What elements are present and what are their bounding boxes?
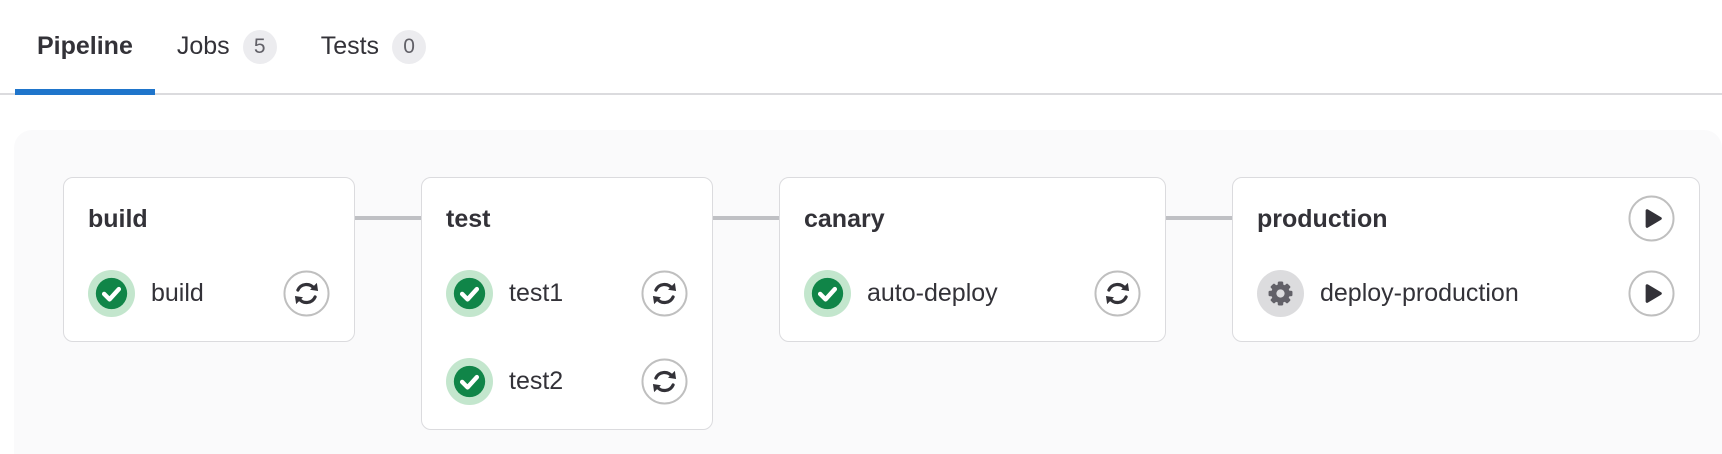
pipeline-tabs: Pipeline Jobs 5 Tests 0 <box>0 0 1722 95</box>
tab-jobs-label: Jobs <box>176 32 230 60</box>
tests-count-badge: 0 <box>392 29 427 64</box>
tab-tests-label: Tests <box>320 32 380 60</box>
stage-title: canary <box>804 204 885 233</box>
pipeline-job: test2 <box>446 358 688 405</box>
job-name-link[interactable]: deploy-production <box>1320 279 1519 307</box>
retry-icon[interactable] <box>283 270 330 317</box>
pipeline-stage-production: production dep <box>1232 177 1700 342</box>
stage-header: production <box>1257 195 1675 242</box>
pipeline-job: build <box>88 270 330 317</box>
status-success-check-icon <box>446 358 493 405</box>
stage-header: build <box>88 195 330 242</box>
stage-title: test <box>446 204 491 233</box>
retry-icon[interactable] <box>641 270 688 317</box>
job-name-link[interactable]: test1 <box>509 279 564 307</box>
pipeline-graph-panel: build build test test1 <box>14 130 1722 454</box>
status-manual-gear-icon <box>1257 270 1304 317</box>
pipeline-stages: build build test test1 <box>14 130 1722 430</box>
stage-jobs: auto-deploy <box>804 270 1141 317</box>
status-success-check-icon <box>804 270 851 317</box>
pipeline-stage-canary: canary auto-deploy <box>779 177 1166 342</box>
tab-pipeline-label: Pipeline <box>37 32 133 60</box>
retry-icon[interactable] <box>641 358 688 405</box>
job-name-link[interactable]: test2 <box>509 367 564 395</box>
stage-connector-line <box>1166 216 1232 220</box>
play-icon[interactable] <box>1628 270 1675 317</box>
stage-connector-line <box>355 216 421 220</box>
jobs-count-badge: 5 <box>242 29 277 64</box>
stage-connector-line <box>713 216 779 220</box>
stage-title: build <box>88 204 148 233</box>
stage-jobs: deploy-production <box>1257 270 1675 317</box>
tab-pipeline[interactable]: Pipeline <box>15 0 155 95</box>
pipeline-job: deploy-production <box>1257 270 1675 317</box>
stage-jobs: build <box>88 270 330 317</box>
stage-header: canary <box>804 195 1141 242</box>
pipeline-job: test1 <box>446 270 688 317</box>
status-success-check-icon <box>88 270 135 317</box>
job-name-link[interactable]: auto-deploy <box>867 279 998 307</box>
stage-jobs: test1 test2 <box>446 270 688 405</box>
retry-icon[interactable] <box>1094 270 1141 317</box>
stage-header: test <box>446 195 688 242</box>
stage-play-icon[interactable] <box>1628 195 1675 242</box>
status-success-check-icon <box>446 270 493 317</box>
pipeline-job: auto-deploy <box>804 270 1141 317</box>
pipeline-stage-build: build build <box>63 177 355 342</box>
job-name-link[interactable]: build <box>151 279 204 307</box>
tab-jobs[interactable]: Jobs 5 <box>155 0 299 93</box>
stage-title: production <box>1257 204 1388 233</box>
tab-tests[interactable]: Tests 0 <box>299 0 448 93</box>
pipeline-stage-test: test test1 test2 <box>421 177 713 430</box>
